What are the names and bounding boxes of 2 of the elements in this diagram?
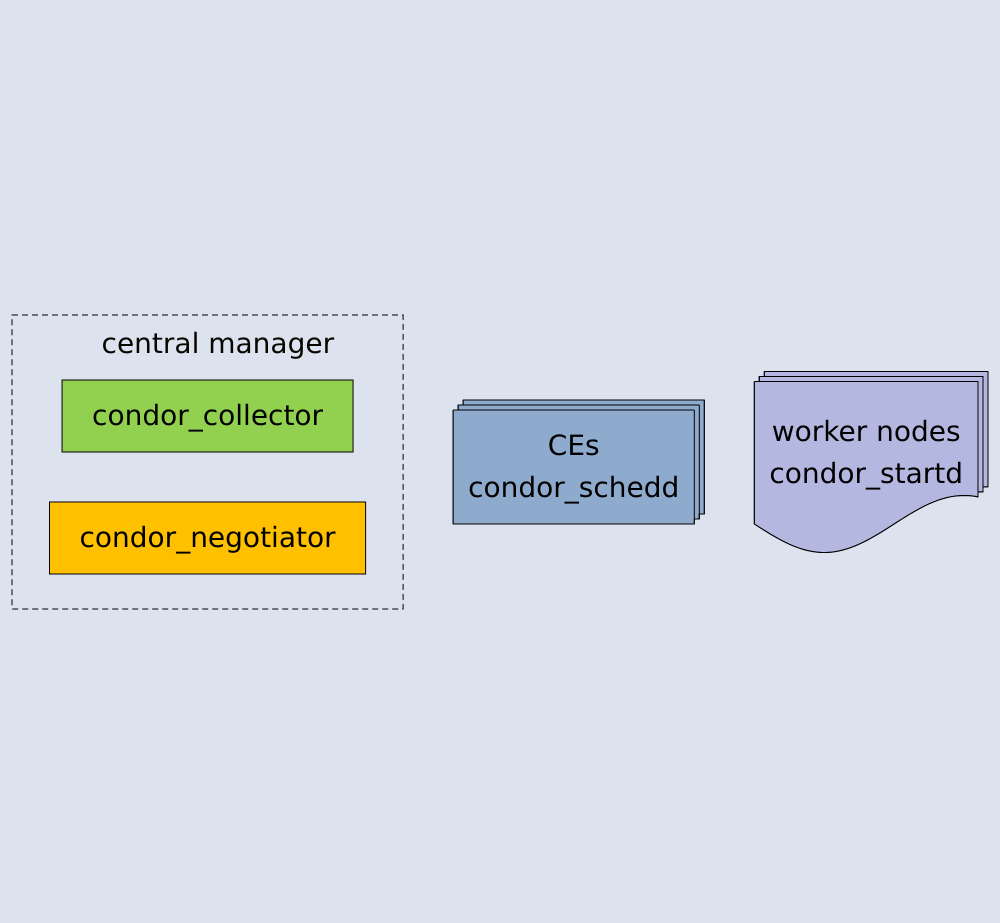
node-box: condor_negotiator: [49, 501, 366, 574]
node-box: condor_collector: [62, 379, 354, 452]
